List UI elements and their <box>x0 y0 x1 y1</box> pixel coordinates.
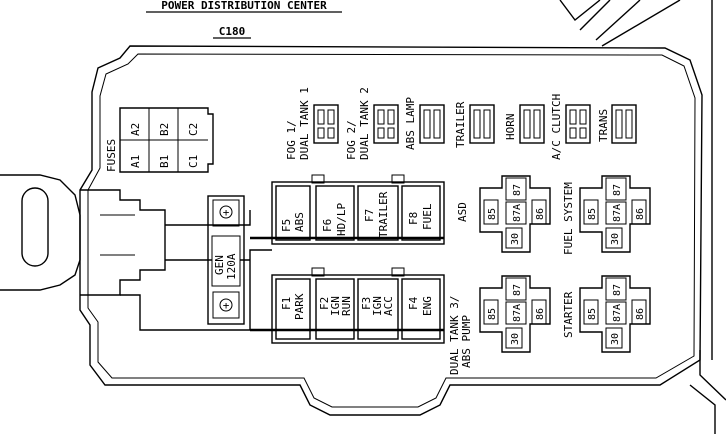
relay-fuel-pin-87a: 87A <box>612 204 623 222</box>
relay-dual-tank-pin-86: 86 <box>535 308 546 320</box>
relay-dual-tank-pin-87: 87 <box>512 284 523 296</box>
maxi-fuse-group-top: F5 ABS F6 HD/LP F7 TRAILER F8 FUEL <box>250 174 445 245</box>
maxi-fuse-f2[interactable]: F2 IGN RUN <box>315 278 355 340</box>
relay-dual-tank-label-1: DUAL TANK 3/ <box>448 296 461 375</box>
mini-fuse-fog1[interactable]: FOG 1/ DUAL TANK 1 <box>285 87 339 160</box>
mini-fuse-fog2[interactable]: FOG 2/ DUAL TANK 2 <box>345 87 399 160</box>
relay-starter-label: STARTER <box>562 291 575 338</box>
mounting-tab <box>0 174 272 331</box>
relay-asd-pin-87a: 87A <box>512 204 523 222</box>
housing-body <box>79 45 703 416</box>
relay-fuel-pin-85: 85 <box>587 208 598 220</box>
maxi-fuse-f6-id: F6 <box>321 219 334 232</box>
mini-fuse-horn[interactable]: HORN <box>504 104 545 144</box>
maxi-fuse-f1-name: PARK <box>293 293 306 320</box>
relay-dual-tank-3[interactable]: DUAL TANK 3/ ABS PUMP 85 87 87A 86 30 <box>448 275 551 375</box>
maxi-fuse-f4-name: ENG <box>421 296 434 316</box>
mini-fuse-trailer-label: TRAILER <box>454 101 467 148</box>
relay-fuel-pin-86: 86 <box>635 208 646 220</box>
maxi-fuse-f8-id: F8 <box>407 212 420 225</box>
fuse-cell-c2[interactable]: C2 <box>187 123 200 136</box>
maxi-fuse-f5-name: ABS <box>293 212 306 232</box>
fuse-cell-a1[interactable]: A1 <box>129 155 142 168</box>
gen-fuse[interactable]: + + GEN 120A <box>207 195 245 325</box>
relay-fuel-system[interactable]: FUEL SYSTEM 85 87 87A 86 30 <box>562 175 651 255</box>
maxi-fuse-f8-name: FUEL <box>421 203 434 230</box>
gen-terminal-top-symbol: + <box>223 206 230 219</box>
maxi-fuse-group-bottom: F1 PARK F2 IGN RUN F3 IGN ACC F4 ENG <box>250 267 445 344</box>
maxi-fuse-f2-run: RUN <box>340 296 353 316</box>
mounting-hole <box>21 187 49 267</box>
maxi-fuse-f2-ign: IGN <box>329 296 342 316</box>
relay-asd-pin-86: 86 <box>535 208 546 220</box>
maxi-fuse-f5-id: F5 <box>280 219 293 232</box>
maxi-fuse-f1-id: F1 <box>280 297 293 310</box>
fuse-cell-a2[interactable]: A2 <box>129 123 142 136</box>
gen-terminal-bottom <box>219 298 233 312</box>
relay-fuel-pin-87: 87 <box>612 184 623 196</box>
maxi-fuse-f4[interactable]: F4 ENG <box>401 278 441 340</box>
mini-fuse-ac-clutch-label: A/C CLUTCH <box>550 94 563 160</box>
maxi-fuse-f7-id: F7 <box>363 209 376 222</box>
relay-fuel-pin-30: 30 <box>610 233 621 245</box>
mini-fuse-fog2-label-2: DUAL TANK 2 <box>358 87 371 160</box>
relay-dual-tank-pin-85: 85 <box>487 308 498 320</box>
fuse-cell-c1[interactable]: C1 <box>187 155 200 168</box>
mini-fuse-fog2-label-1: FOG 2/ <box>345 120 358 160</box>
relay-dual-tank-pin-30: 30 <box>510 333 521 345</box>
maxi-fuse-f4-id: F4 <box>407 296 420 310</box>
relay-asd[interactable]: ASD 85 87 87A 86 30 <box>456 175 551 253</box>
maxi-fuse-f8[interactable]: F8 FUEL <box>401 185 441 241</box>
maxi-fuse-f3-acc: ACC <box>382 296 395 316</box>
fuse-block: FUSES A2 B2 C2 A1 B1 C1 <box>105 107 214 173</box>
maxi-fuse-f3-ign: IGN <box>371 296 384 316</box>
maxi-fuse-f7-name: TRAILER <box>377 191 390 238</box>
gen-fuse-label-2: 120A <box>225 253 238 280</box>
mini-fuse-abs-lamp[interactable]: ABS LAMP <box>404 97 445 150</box>
maxi-fuse-f5[interactable]: F5 ABS <box>275 185 311 241</box>
relay-dual-tank-label-2: ABS PUMP <box>460 315 473 368</box>
maxi-fuse-f6[interactable]: F6 HD/LP <box>315 185 355 241</box>
relay-starter-pin-86: 86 <box>635 308 646 320</box>
maxi-fuse-f1[interactable]: F1 PARK <box>275 278 311 340</box>
relay-starter-pin-87a: 87A <box>612 304 623 322</box>
mini-fuse-trans-label: TRANS <box>597 109 610 142</box>
relay-dual-tank-pin-87a: 87A <box>512 304 523 322</box>
relay-asd-pin-30: 30 <box>510 233 521 245</box>
relay-asd-pin-85: 85 <box>487 208 498 220</box>
mini-fuse-row: FOG 1/ DUAL TANK 1 FOG 2/ DUAL TANK 2 AB… <box>285 87 637 160</box>
gen-terminal-bottom-symbol: + <box>223 299 230 312</box>
mini-fuse-fog1-label-1: FOG 1/ <box>285 120 298 160</box>
maxi-fuse-f3[interactable]: F3 IGN ACC <box>357 278 399 340</box>
connector-id: C180 <box>219 25 246 38</box>
relay-starter[interactable]: STARTER 85 87 87A 86 30 <box>562 275 651 353</box>
gen-terminal-top <box>219 205 233 219</box>
mini-fuse-horn-label: HORN <box>504 114 517 141</box>
mini-fuse-ac-clutch[interactable]: A/C CLUTCH <box>550 94 591 160</box>
maxi-fuse-f2-id: F2 <box>318 297 331 310</box>
mini-fuse-trans[interactable]: TRANS <box>597 104 637 144</box>
relay-starter-pin-85: 85 <box>587 308 598 320</box>
gen-fuse-label-1: GEN <box>213 255 226 275</box>
relay-fuel-system-label: FUEL SYSTEM <box>562 182 575 255</box>
relay-starter-pin-87: 87 <box>612 284 623 296</box>
mini-fuse-fog1-label-2: DUAL TANK 1 <box>298 87 311 160</box>
maxi-fuse-f3-id: F3 <box>360 297 373 310</box>
fuse-cell-b1[interactable]: B1 <box>158 155 171 168</box>
relay-asd-label: ASD <box>456 202 469 222</box>
fuse-cell-b2[interactable]: B2 <box>158 123 171 136</box>
fuse-block-label: FUSES <box>105 139 118 172</box>
relay-starter-pin-30: 30 <box>610 333 621 345</box>
mini-fuse-trailer[interactable]: TRAILER <box>454 101 495 148</box>
maxi-fuse-f6-name: HD/LP <box>335 203 348 236</box>
maxi-fuse-f7[interactable]: F7 TRAILER <box>357 185 399 241</box>
relay-asd-pin-87: 87 <box>512 184 523 196</box>
diagram-title: POWER DISTRIBUTION CENTER <box>161 0 327 12</box>
mini-fuse-abs-lamp-label: ABS LAMP <box>404 97 417 150</box>
